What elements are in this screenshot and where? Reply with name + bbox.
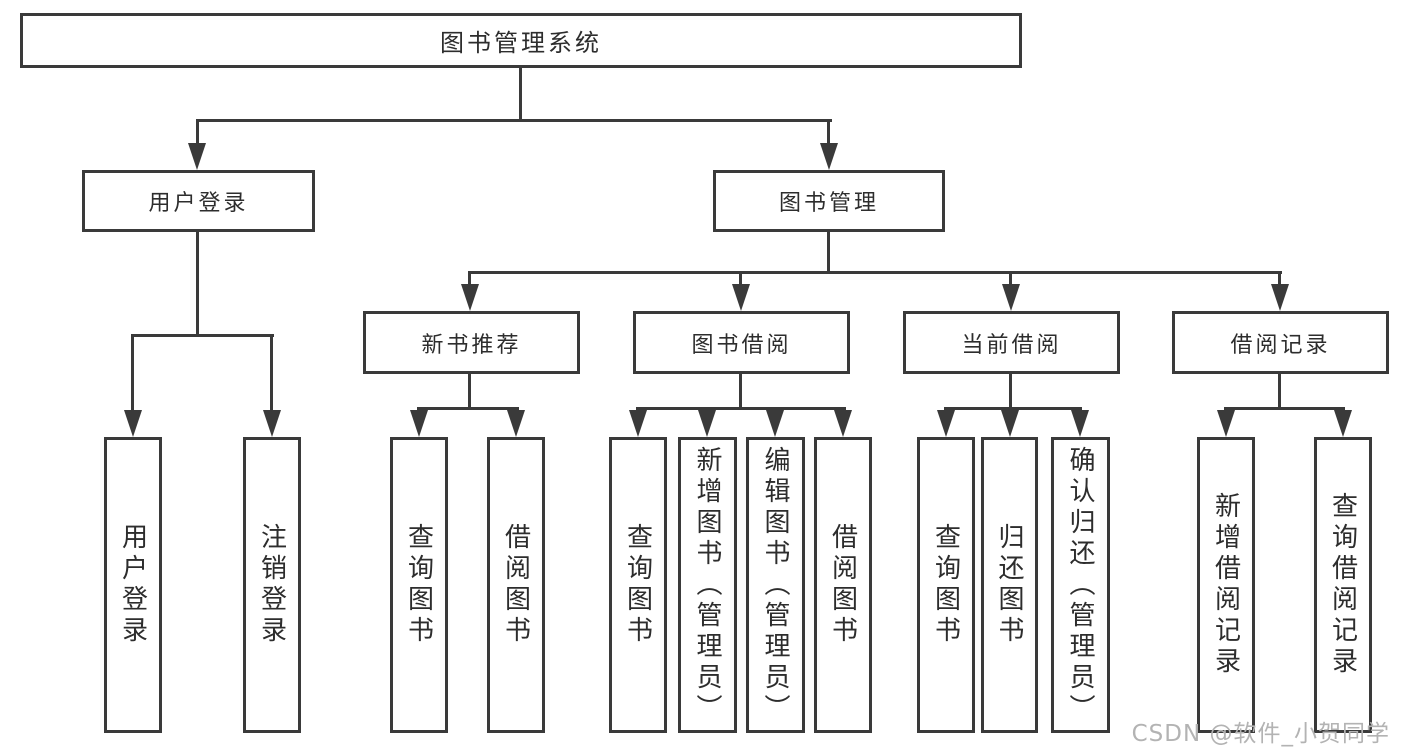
leaf-logout: 注销登录 <box>243 437 301 733</box>
node-label: 查询借阅记录 <box>1327 492 1358 678</box>
node-label: 查询图书 <box>403 523 434 647</box>
node-book-borrowing: 图书借阅 <box>633 311 850 374</box>
node-label: 归还图书 <box>994 523 1024 647</box>
connector-line <box>270 334 273 413</box>
node-label: 新增借阅记录 <box>1210 492 1241 678</box>
arrow-down-icon <box>1002 284 1020 311</box>
node-label: 图书管理 <box>778 191 879 216</box>
connector-line <box>1009 374 1012 410</box>
node-label: 图书管理系统 <box>440 29 602 57</box>
leaf-return-book: 归还图书 <box>981 437 1038 733</box>
connector-line <box>1009 271 1012 287</box>
connector-line <box>131 334 134 413</box>
leaf-confirm-return-admin: 确认归还（管理员） <box>1051 437 1110 733</box>
node-label: 查询图书 <box>930 523 961 647</box>
connector-line <box>468 271 1282 274</box>
connector-line <box>739 271 742 287</box>
leaf-query-books-borrowing: 查询图书 <box>609 437 667 733</box>
node-user-login: 用户登录 <box>82 170 315 232</box>
leaf-query-books-recommend: 查询图书 <box>390 437 448 733</box>
connector-line <box>1278 271 1281 287</box>
leaf-borrow-books-recommend: 借阅图书 <box>487 437 545 733</box>
node-borrowing-records: 借阅记录 <box>1172 311 1389 374</box>
connector-line <box>519 68 522 121</box>
arrow-down-icon <box>263 410 281 437</box>
arrow-down-icon <box>1271 284 1289 311</box>
connector-line <box>468 271 471 287</box>
connector-line <box>1224 407 1345 410</box>
node-label: 图书借阅 <box>691 332 792 358</box>
node-label: 注销登录 <box>256 523 287 647</box>
leaf-user-login: 用户登录 <box>104 437 162 733</box>
node-label: 借阅图书 <box>827 523 858 647</box>
node-current-borrowing: 当前借阅 <box>903 311 1120 374</box>
connector-line <box>739 374 742 410</box>
arrow-down-icon <box>937 410 955 437</box>
connector-line <box>468 374 471 410</box>
connector-line <box>944 407 1082 410</box>
node-label: 确认归还（管理员） <box>1065 445 1095 725</box>
connector-line <box>417 407 519 410</box>
arrow-down-icon <box>629 410 647 437</box>
node-label: 用户登录 <box>117 523 148 647</box>
leaf-edit-book-admin: 编辑图书（管理员） <box>746 437 805 733</box>
connector-line <box>1278 374 1281 410</box>
arrow-down-icon <box>1334 410 1352 437</box>
connector-line <box>196 119 199 146</box>
leaf-add-book-admin: 新增图书（管理员） <box>678 437 737 733</box>
connector-line <box>827 232 830 274</box>
arrow-down-icon <box>732 284 750 311</box>
arrow-down-icon <box>507 410 525 437</box>
connector-line <box>636 407 846 410</box>
arrow-down-icon <box>124 410 142 437</box>
arrow-down-icon <box>766 410 784 437</box>
node-label: 借阅记录 <box>1230 332 1331 358</box>
leaf-borrow-books-borrowing: 借阅图书 <box>814 437 872 733</box>
connector-line <box>196 119 832 122</box>
node-book-management: 图书管理 <box>713 170 945 232</box>
node-label: 查询图书 <box>622 523 653 647</box>
arrow-down-icon <box>834 410 852 437</box>
node-label: 当前借阅 <box>961 332 1062 358</box>
connector-line <box>131 334 274 337</box>
arrow-down-icon <box>461 284 479 311</box>
arrow-down-icon <box>698 410 716 437</box>
leaf-add-borrow-record: 新增借阅记录 <box>1197 437 1255 733</box>
arrow-down-icon <box>820 143 838 170</box>
watermark: CSDN @软件_小贺同学 <box>1131 721 1390 747</box>
arrow-down-icon <box>1071 410 1089 437</box>
connector-line <box>827 119 830 146</box>
arrow-down-icon <box>188 143 206 170</box>
leaf-query-books-current: 查询图书 <box>917 437 975 733</box>
connector-line <box>196 232 199 337</box>
node-label: 编辑图书（管理员） <box>760 445 790 725</box>
arrow-down-icon <box>1001 410 1019 437</box>
node-label: 借阅图书 <box>500 523 531 647</box>
leaf-query-borrow-record: 查询借阅记录 <box>1314 437 1372 733</box>
node-label: 新增图书（管理员） <box>692 445 722 725</box>
node-label: 新书推荐 <box>421 332 522 358</box>
arrow-down-icon <box>410 410 428 437</box>
node-label: 用户登录 <box>148 191 249 216</box>
arrow-down-icon <box>1217 410 1235 437</box>
node-library-management-system: 图书管理系统 <box>20 13 1022 68</box>
node-new-book-recommendation: 新书推荐 <box>363 311 580 374</box>
